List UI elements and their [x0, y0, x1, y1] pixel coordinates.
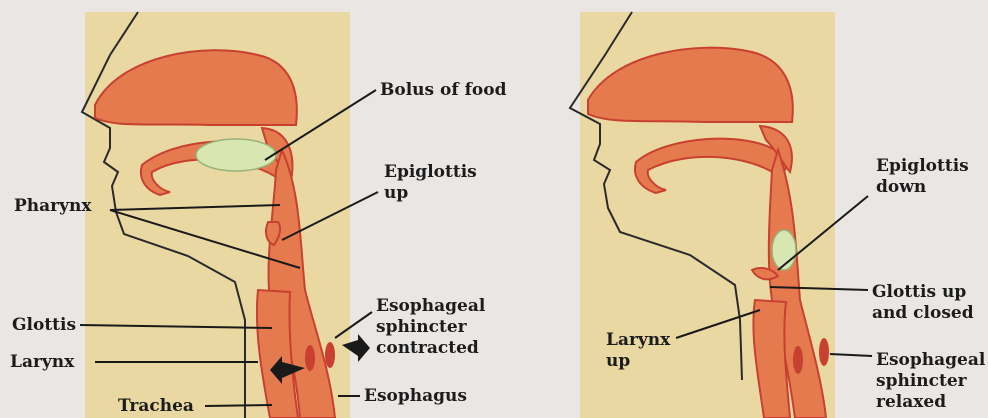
label-glottis: Glottis: [12, 315, 76, 336]
left-head-section: [80, 12, 378, 418]
label-esophagus: Esophagus: [364, 386, 467, 407]
label-bolus-of-food: Bolus of food: [380, 80, 506, 101]
label-esophageal-sphincter-contracted: Esophageal sphincter contracted: [376, 296, 485, 359]
label-larynx-up: Larynx up: [606, 330, 670, 372]
label-esophageal-sphincter-relaxed: Esophageal sphincter relaxed: [876, 350, 985, 413]
label-epiglottis-up: Epiglottis up: [384, 162, 477, 204]
label-glottis-up-and-closed: Glottis up and closed: [872, 282, 974, 324]
label-trachea: Trachea: [118, 396, 194, 417]
right-sphincter-ring-2: [819, 338, 829, 366]
label-pharynx: Pharynx: [14, 196, 92, 217]
label-epiglottis-down: Epiglottis down: [876, 156, 969, 198]
label-larynx: Larynx: [10, 352, 74, 373]
left-sphincter-ring-2: [325, 342, 335, 368]
left-sphincter-ring-1: [305, 345, 315, 371]
left-bolus: [196, 139, 276, 171]
right-sphincter-ring-1: [793, 346, 803, 374]
